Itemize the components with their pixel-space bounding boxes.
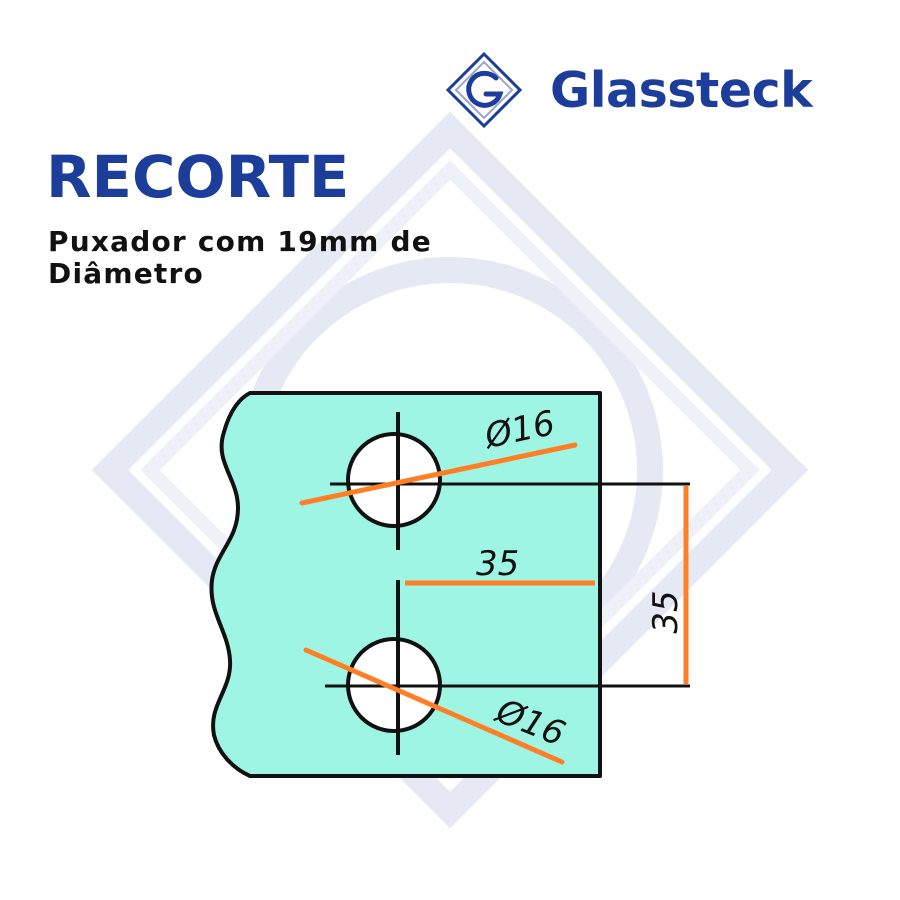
upper-diameter-leader [299,442,578,506]
lower-diameter-leader [303,647,565,765]
brand-header: Glassteck [444,50,813,130]
brand-name: Glassteck [550,61,813,119]
upper-hole [346,432,442,528]
vertical-dimension-label: 35 [646,590,686,633]
horizontal-dimension-label: 35 [476,544,519,584]
page-subtitle: Puxador com 19mm de Diâmetro [48,225,432,290]
glassteck-g-logo-icon [445,51,523,129]
page-title: RECORTE [46,143,350,211]
